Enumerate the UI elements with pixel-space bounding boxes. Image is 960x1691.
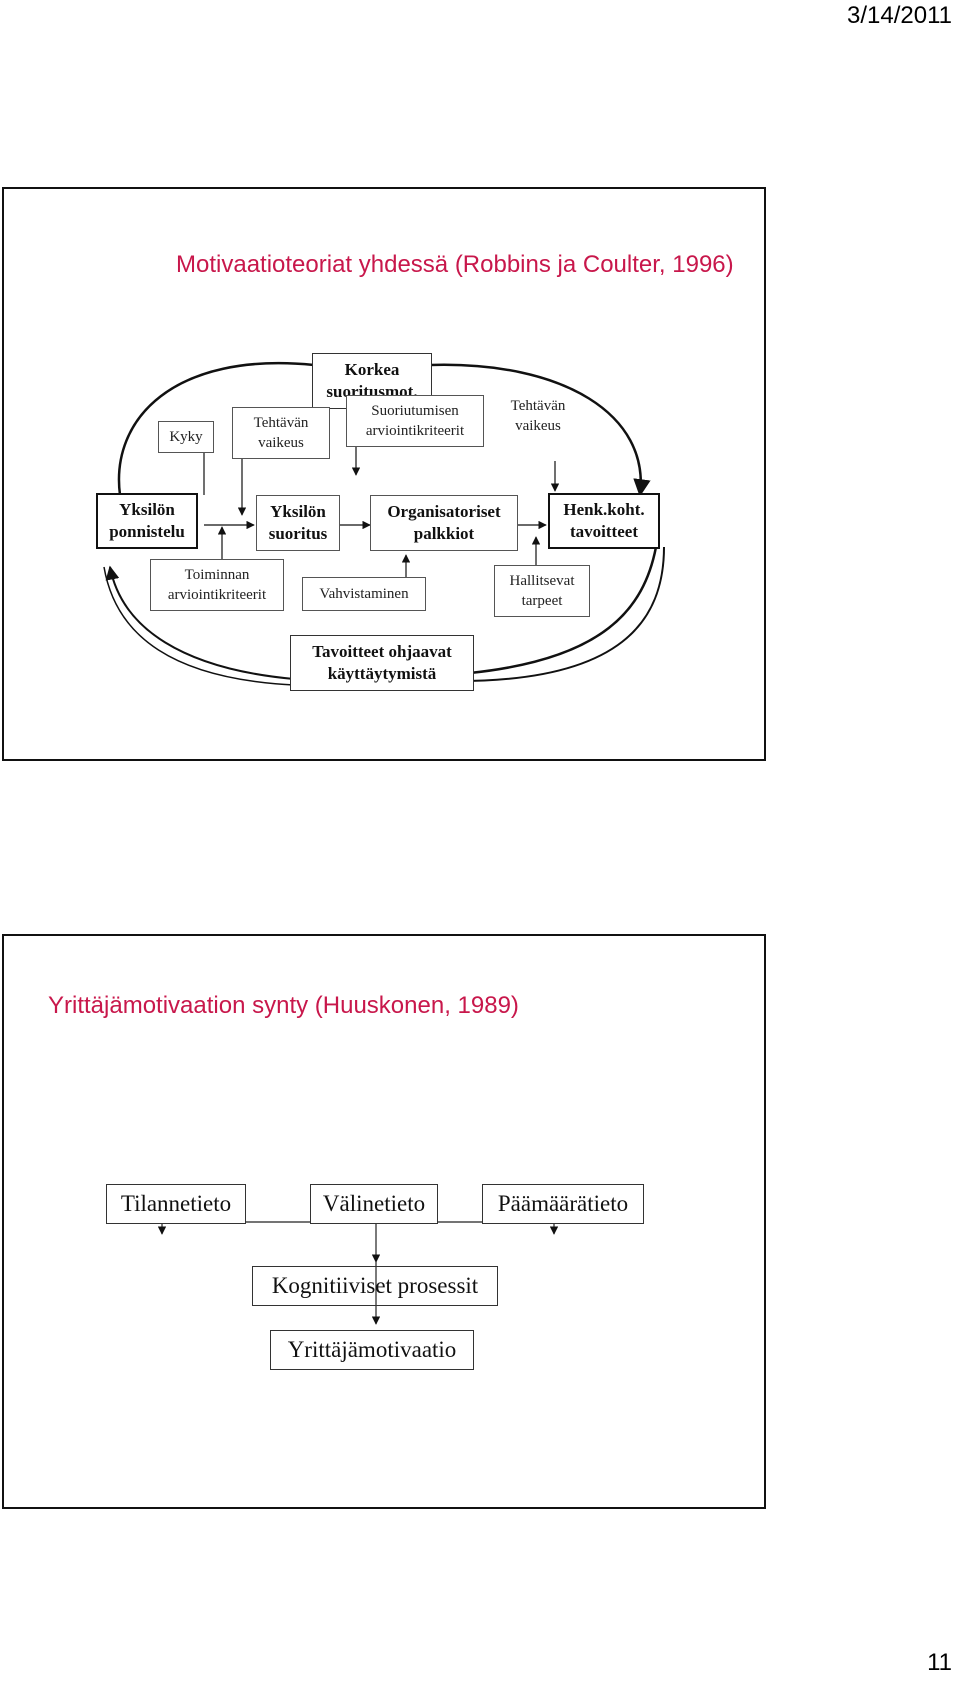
slide-entrepreneur-motivation: Yrittäjämotivaation synty (Huuskonen, 19… <box>2 934 766 1509</box>
box-tehtavan-vaikeus-1: Tehtävän vaikeus <box>232 407 330 459</box>
box-kyky: Kyky <box>158 421 214 453</box>
box-paamaaratieto: Päämäärätieto <box>482 1184 644 1224</box>
box-yksilon-ponnistelu: Yksilön ponnistelu <box>96 493 198 549</box>
box-yrittajamotivaatio: Yrittäjämotivaatio <box>270 1330 474 1370</box>
slide-title: Motivaatioteoriat yhdessä (Robbins ja Co… <box>176 251 734 278</box>
box-tavoitteet-ohjaavat-kayttaytymista: Tavoitteet ohjaavat käyttäytymistä <box>290 635 474 691</box>
box-toiminnan-arviointikriteerit: Toiminnan arviointikriteerit <box>150 559 284 611</box>
box-suoriutumisen-arviointikriteerit: Suoriutumisen arviointikriteerit <box>346 395 484 447</box>
page-number: 11 <box>927 1649 952 1676</box>
diagram-connectors <box>103 362 665 686</box>
slide-motivation-theories: Motivaatioteoriat yhdessä (Robbins ja Co… <box>2 187 766 761</box>
box-vahvistaminen: Vahvistaminen <box>302 577 426 611</box>
box-organisatoriset-palkkiot: Organisatoriset palkkiot <box>370 495 518 551</box>
box-tilannetieto: Tilannetieto <box>106 1184 246 1224</box>
box-tehtavan-vaikeus-2: Tehtävän vaikeus <box>510 398 566 434</box>
box-valinetieto: Välinetieto <box>310 1184 438 1224</box>
page-date: 3/14/2011 <box>847 2 952 29</box>
box-yksilon-suoritus: Yksilön suoritus <box>256 495 340 551</box>
box-kognitiiviset-prosessit: Kognitiiviset prosessit <box>252 1266 498 1306</box>
box-hallitsevat-tarpeet: Hallitsevat tarpeet <box>494 565 590 617</box>
box-henk-koht-tavoitteet: Henk.koht. tavoitteet <box>548 493 660 549</box>
slide-title: Yrittäjämotivaation synty (Huuskonen, 19… <box>48 992 519 1019</box>
